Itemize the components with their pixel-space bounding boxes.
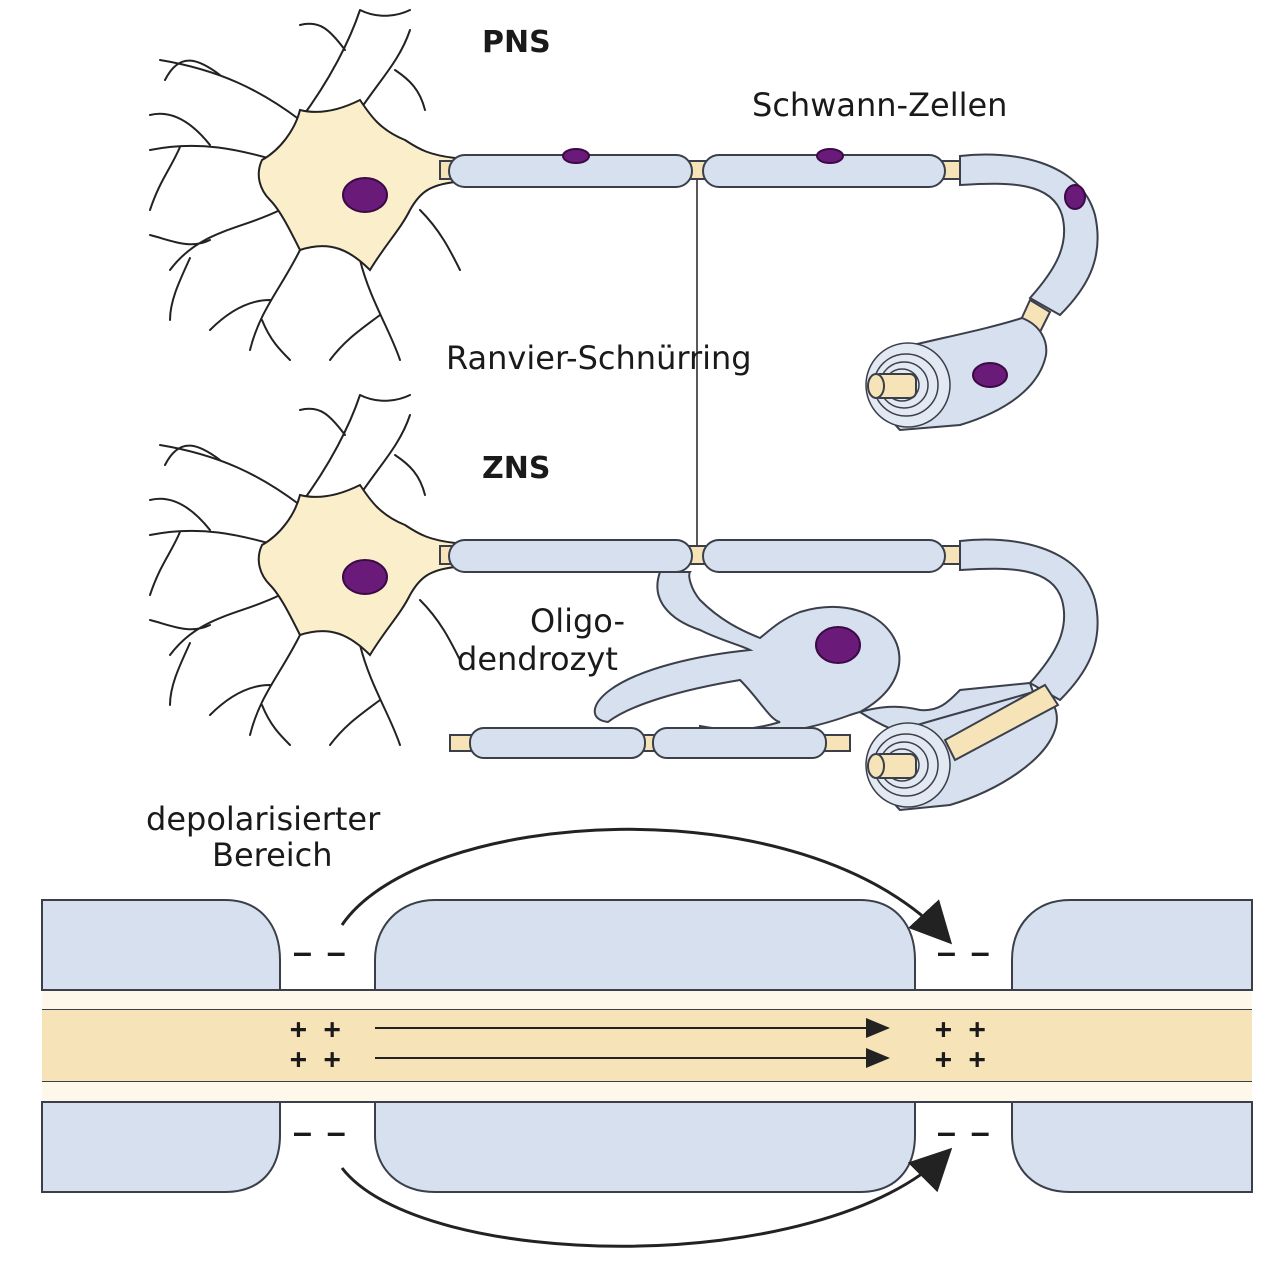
upper-membrane-band [42,990,1252,1010]
zns-neuron [149,394,1099,812]
lower-membrane-band [42,1082,1252,1102]
oligodendrocyte-nucleus [815,626,861,664]
pns-myelin-curve [959,153,1099,317]
external-current-arc-bottom [340,1147,953,1248]
positive-charge-left-1: + + [290,1012,341,1045]
positive-charge-right-1: + + [935,1012,986,1045]
zns-myelin-spiral [865,722,951,808]
pns-dendrites [149,9,461,361]
zns-label: ZNS [482,451,550,486]
pns-schwann-nucleus-1 [562,148,590,164]
pns-soma-nucleus [342,177,388,213]
pns-label: PNS [482,25,551,60]
axon-core [42,1010,1252,1082]
zns-myelin-segment-2 [702,539,946,573]
top-myelin-middle [374,899,916,991]
bottom-myelin-right [1011,1101,1253,1193]
ranvier-node-label: Ranvier-Schnürring [446,339,752,377]
top-myelin-left [41,899,281,991]
zns-lower-myelin-1 [469,727,646,759]
depolarized-region-label-line2: Bereich [212,836,333,874]
negative-charge-bottom-right: – – [938,1116,989,1149]
pns-schwann-nucleus-4 [972,362,1008,388]
pns-neuron [149,9,1099,432]
schwann-cells-label: Schwann-Zellen [752,86,1007,124]
oligodendrocyte-label-line2: dendrozyt [457,640,618,678]
top-myelin-right [1011,899,1253,991]
positive-charge-left-2: + + [290,1042,341,1075]
zns-axon-stripe [943,683,1060,762]
pns-myelin-spiral [865,342,951,428]
pns-schwann-nucleus-3 [1064,184,1086,210]
negative-charge-bottom-left: – – [294,1116,345,1149]
saltatory-conduction: – – – – – – – – + + + + + + + + [41,827,1253,1248]
pns-schwann-nucleus-2 [816,148,844,164]
negative-charge-top-right: – – [938,936,989,969]
zns-soma-nucleus [342,559,388,595]
positive-charge-right-2: + + [935,1042,986,1075]
negative-charge-top-left: – – [294,936,345,969]
bottom-myelin-left [41,1101,281,1193]
zns-myelin-curve [959,538,1099,702]
zns-dendrites [149,394,461,746]
oligodendrocyte-label-line1: Oligo- [530,602,625,640]
external-current-arc-top [340,827,953,945]
zns-lower-myelin-2 [652,727,827,759]
bottom-myelin-middle [374,1101,916,1193]
depolarized-region-label-line1: depolarisierter [146,800,381,838]
zns-myelin-segment-1 [448,539,693,573]
oligodendrocyte-body [593,571,1042,742]
